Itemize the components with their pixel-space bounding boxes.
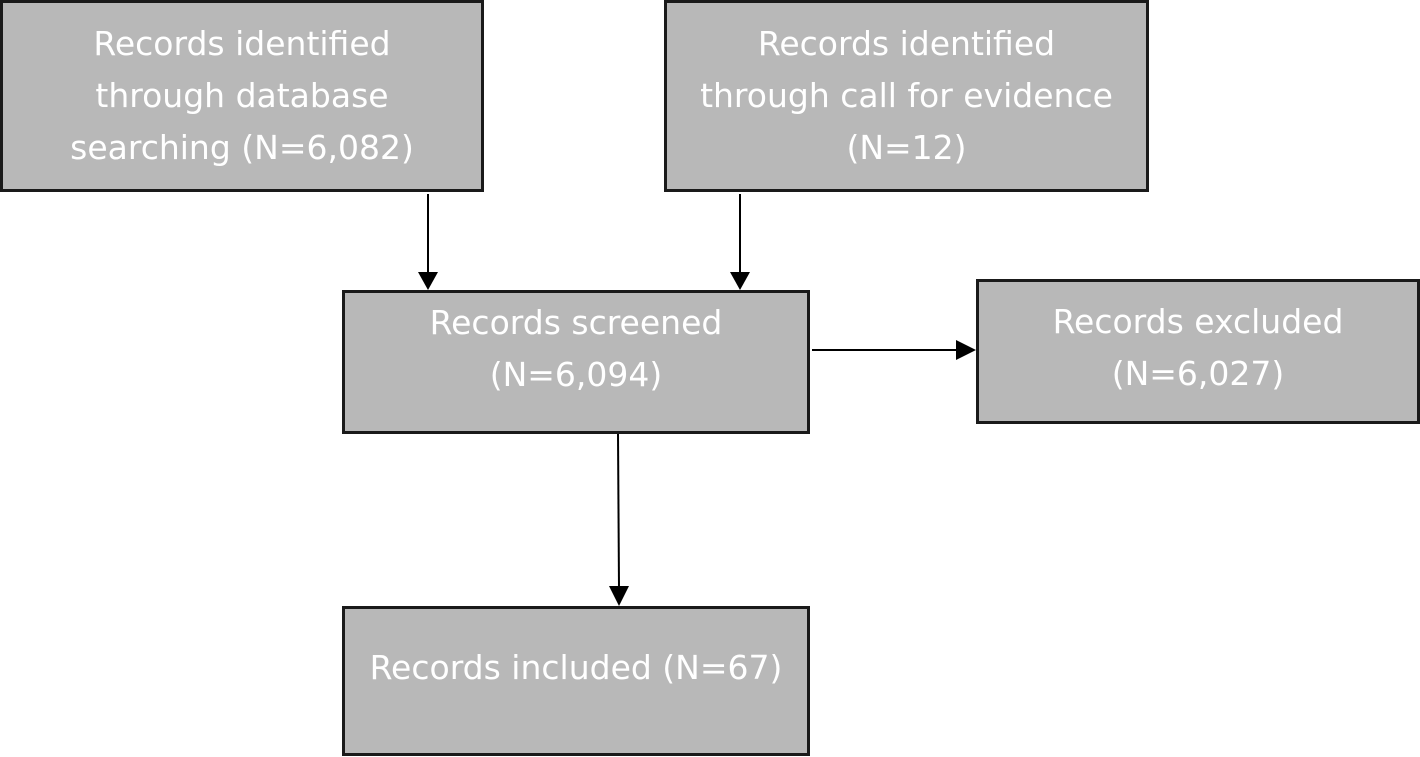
database-box-line-1: Records identified [93,24,391,63]
arrow-call-to-screened [730,194,750,290]
records-screened-box: Records screened (N=6,094) [342,290,810,434]
database-box-line-3: searching (N=6,082) [70,128,414,167]
database-records-box: Records identified through database sear… [0,0,484,192]
screened-box-line-1: Records screened [429,303,723,342]
screened-box-line-2: (N=6,094) [489,355,663,394]
arrow-screened-to-included [609,433,629,606]
excluded-box-line-1: Records excluded [1052,302,1344,341]
excluded-box-line-2: (N=6,027) [1111,354,1285,393]
included-box-line-1: Records included (N=67) [369,648,783,687]
records-included-box: Records included (N=67) [342,606,810,756]
call-box-line-1: Records identified [757,24,1056,63]
arrow-screened-to-excluded [812,340,976,360]
database-box-line-2: through database [95,76,389,115]
arrow-database-to-screened [418,194,438,290]
call-box-line-2: through call for evidence [700,76,1113,115]
call-for-evidence-box: Records identified through call for evid… [664,0,1149,192]
call-box-line-3: (N=12) [846,128,967,167]
records-excluded-box: Records excluded (N=6,027) [976,279,1420,424]
